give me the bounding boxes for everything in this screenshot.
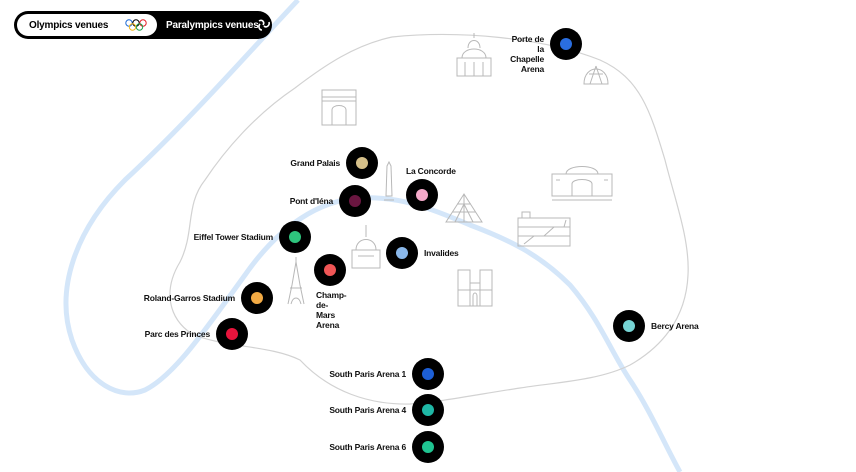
geode-icon: [583, 65, 609, 85]
venue-label: Invalides: [424, 248, 459, 258]
musee-orsay-icon: [551, 166, 613, 201]
eiffel-tower-icon: [287, 257, 305, 305]
venue-color-dot: [623, 320, 635, 332]
notre-dame-icon: [457, 269, 493, 307]
venue-label: South Paris Arena 4: [329, 405, 406, 415]
venue-label: South Paris Arena 6: [329, 442, 406, 452]
invalides-dome-icon: [351, 225, 381, 269]
venue-color-dot: [560, 38, 572, 50]
tab-paralympics-label: Paralympics venues: [166, 19, 259, 31]
sacre-coeur-icon: [456, 33, 492, 77]
pompidou-icon: [517, 211, 571, 247]
venue-color-dot: [349, 195, 361, 207]
venue-color-dot: [356, 157, 368, 169]
venue-color-dot: [396, 247, 408, 259]
obelisk-icon: [384, 160, 394, 201]
venue-label: Eiffel Tower Stadium: [193, 232, 274, 242]
venue-label: Champ-de-Mars Arena: [316, 290, 347, 330]
agitos-icon: [258, 19, 270, 31]
venue-color-dot: [422, 441, 434, 453]
louvre-pyramid-icon: [445, 193, 483, 223]
seine-river: [63, 0, 683, 472]
venue-type-toggle: Olympics venues Paralympics venues: [14, 11, 272, 39]
venue-color-dot: [324, 264, 336, 276]
venue-label: South Paris Arena 1: [329, 369, 406, 379]
tab-paralympics-venues[interactable]: Paralympics venues: [160, 14, 270, 36]
arc-de-triomphe-icon: [321, 89, 357, 126]
venue-color-dot: [226, 328, 238, 340]
venue-label: Parc des Princes: [144, 329, 211, 339]
venue-label: Grand Palais: [290, 158, 340, 168]
venue-label: Pont d'Iéna: [289, 196, 333, 206]
venue-label: Porte de la Chapelle Arena: [510, 34, 544, 74]
venue-label: Bercy Arena: [651, 321, 699, 331]
venue-label: La Concorde: [406, 166, 456, 176]
venue-color-dot: [416, 189, 428, 201]
venue-color-dot: [422, 404, 434, 416]
tab-olympics-venues[interactable]: Olympics venues: [17, 14, 157, 36]
venue-color-dot: [289, 231, 301, 243]
venue-color-dot: [422, 368, 434, 380]
tab-olympics-label: Olympics venues: [29, 19, 109, 31]
olympic-rings-icon: [125, 19, 147, 31]
venue-label: Roland-Garros Stadium: [143, 293, 235, 303]
venue-color-dot: [251, 292, 263, 304]
